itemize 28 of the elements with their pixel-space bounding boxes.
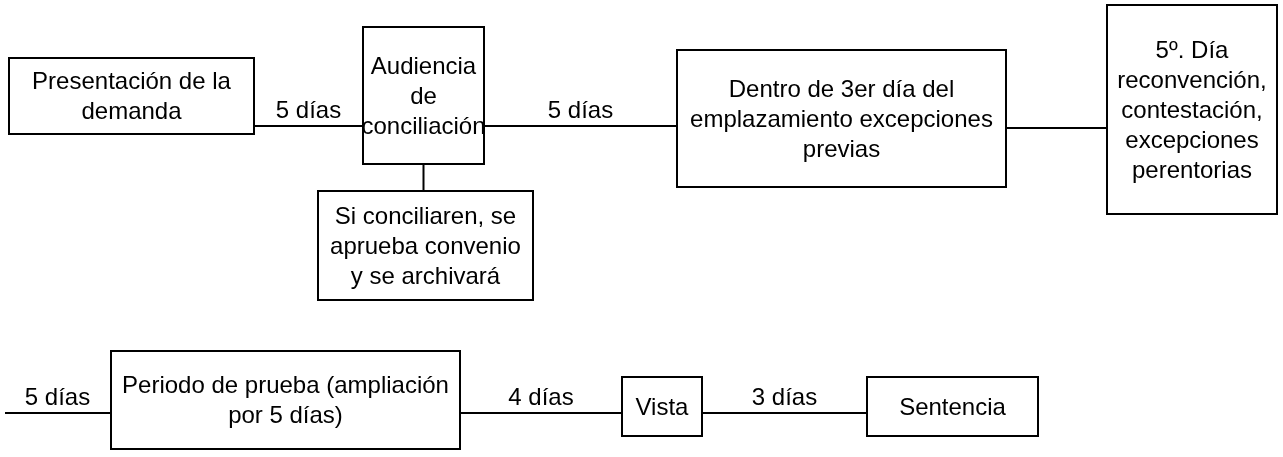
edge-label: 4 días <box>508 385 574 409</box>
edge-label: 5 días <box>275 98 342 122</box>
process-box <box>8 57 255 135</box>
edge-label: 5 días <box>24 385 91 409</box>
edge-label: 3 días <box>751 385 818 409</box>
connector-line <box>702 412 867 414</box>
connector-line <box>484 125 677 127</box>
process-box <box>866 376 1039 437</box>
connector-line <box>460 412 622 414</box>
box-text: 5º. Día reconvención, contestación, excepciones perentorias <box>1116 34 1268 185</box>
process-box <box>317 190 534 301</box>
box-text: Presentación de la demanda <box>31 66 232 126</box>
connector-line <box>4 412 111 414</box>
connector-line <box>254 125 363 127</box>
process-box <box>1106 4 1278 215</box>
process-box <box>110 350 461 450</box>
box-text: Si conciliaren, se aprueba convenio y se archivará <box>329 200 522 291</box>
edge-label: 5 días <box>547 98 614 122</box>
box-text: Sentencia <box>899 391 1006 422</box>
box-text: Dentro de 3er día del emplazamiento excepciones previas <box>689 73 994 164</box>
process-box <box>362 26 485 165</box>
process-box <box>676 49 1007 188</box>
box-text: Audiencia de conciliación <box>361 50 486 141</box>
connector-line <box>1006 127 1107 129</box>
connector-line <box>422 164 425 191</box>
process-box <box>621 376 703 437</box>
box-text: Periodo de prueba (ampliación por 5 días) <box>121 370 450 430</box>
box-text: Vista <box>635 391 689 422</box>
